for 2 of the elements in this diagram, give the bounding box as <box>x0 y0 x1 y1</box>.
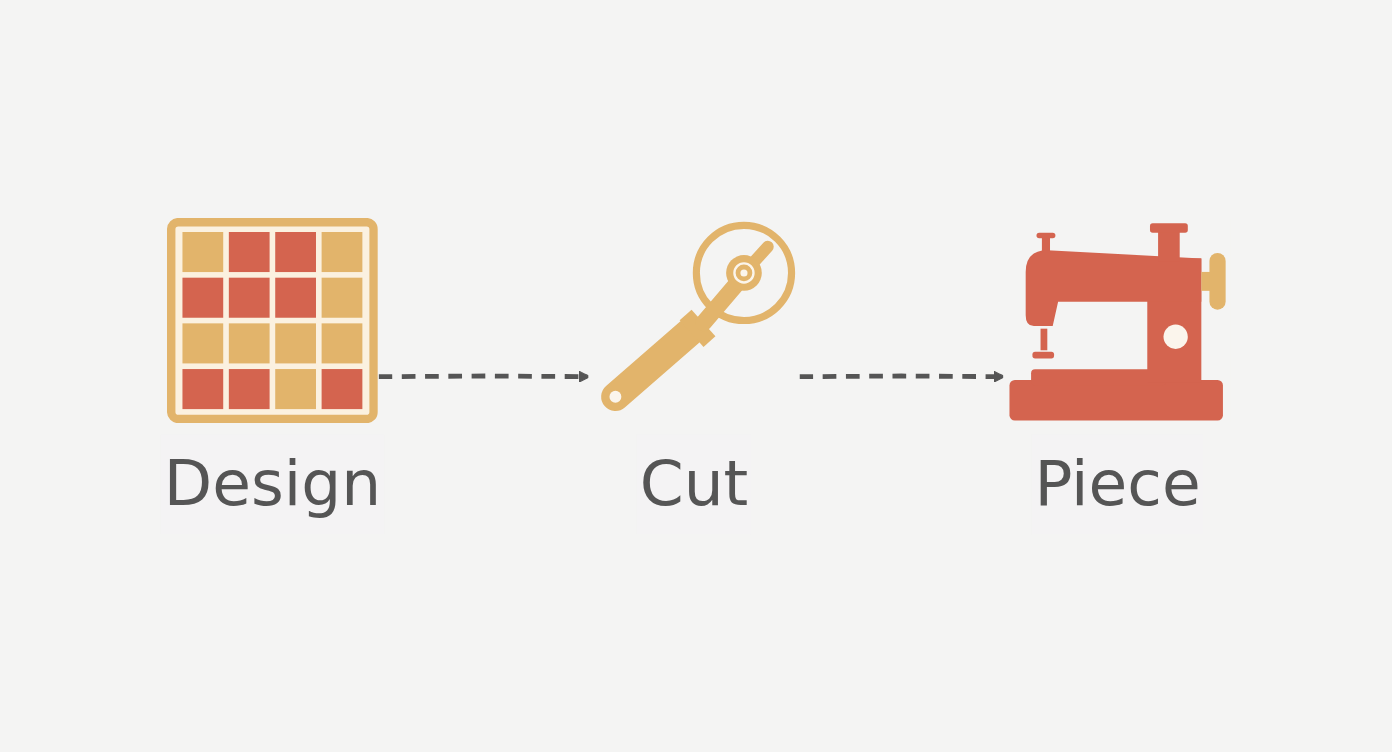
arrow <box>799 370 1006 383</box>
arrow <box>378 370 591 383</box>
